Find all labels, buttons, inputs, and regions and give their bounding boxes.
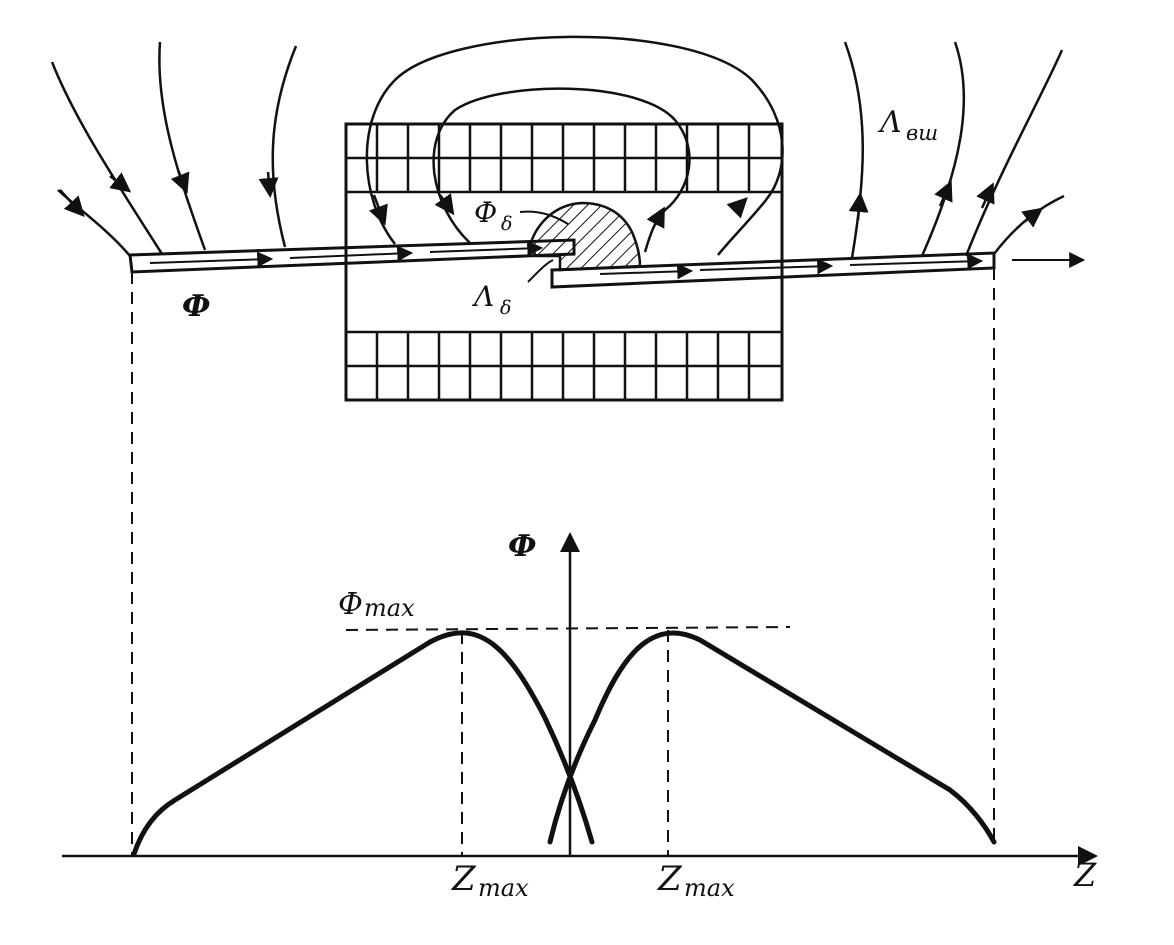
field-line-right-2 [920,41,966,257]
field-loop-outer [365,35,784,256]
label-external-permeance-sub: вш [906,121,938,145]
rod-flux-arrows [149,240,984,280]
label-gap-flux: Ф [474,196,497,229]
gap-flux-region [528,201,642,272]
coil-assembly [344,122,784,402]
field-line-right-3 [964,49,1064,257]
flux-curve-left [131,630,595,857]
leader-gap-permeance [527,259,554,283]
field-line-left-3 [271,45,298,248]
projection-lines [131,268,995,856]
label-phi-axis: Ф [508,529,536,564]
field-line-right-4 [993,194,1065,255]
label-z-axis: Z [1073,856,1097,894]
label-gap-permeance: Λ [471,280,494,313]
label-external-permeance: Λ [877,105,902,140]
label-z-max-left: Z [451,859,477,899]
leader-gap-flux [519,210,569,225]
labels: Ф Ф δ Λ δ Λ вш Ф Ф max Z Z max Z max [182,105,1097,902]
label-z-max-right: Z [657,859,683,899]
flux-curves [131,630,997,857]
label-phi-max: Ф [338,587,363,622]
field-line-left-1 [50,61,164,255]
label-z-max-left-sub: max [478,874,529,902]
label-gap-flux-sub: δ [501,213,512,235]
flux-curve-right [547,630,997,845]
plot-axes [62,532,1098,866]
upper-winding [344,122,784,194]
label-z-max-right-sub: max [684,874,735,902]
lower-winding [344,330,784,402]
field-line-left-2 [158,41,207,251]
label-rod-flux: Ф [182,289,210,324]
label-phi-max-sub: max [364,594,415,622]
field-lines [50,35,1065,283]
label-gap-permeance-sub: δ [500,297,511,319]
field-loop-inner [432,87,691,253]
field-line-right-1 [843,41,864,259]
